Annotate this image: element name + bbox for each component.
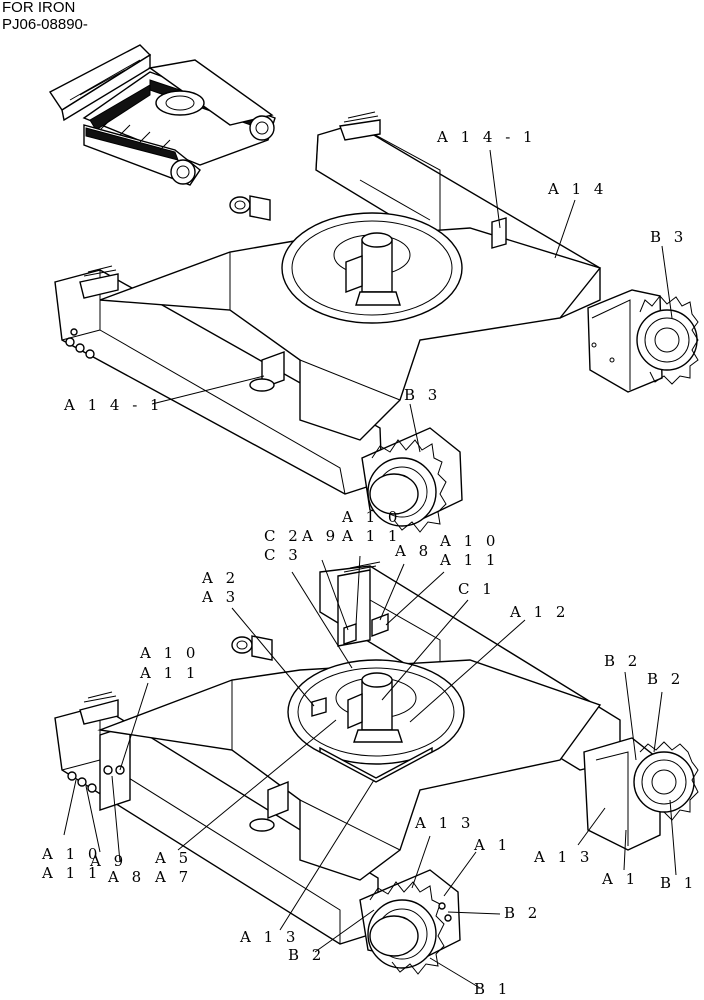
label-a13-mid: A 1 3 [414, 814, 474, 832]
label-c1: C 1 [458, 580, 496, 598]
label-b2-r2: B 2 [647, 670, 684, 688]
label-a11-right: A 1 1 [439, 551, 499, 569]
label-a11-left: A 1 1 [139, 664, 199, 682]
label-a1-right: A 1 [601, 870, 639, 888]
thumbnail-undercarriage [48, 44, 276, 186]
label-a2: A 2 [201, 569, 239, 587]
label-c3: C 3 [264, 546, 302, 564]
label-a13-bottom: A 1 3 [239, 928, 299, 946]
label-b1-bottom: B 1 [474, 980, 511, 998]
label-a14-1-left: A 1 4 - 1 [63, 396, 164, 414]
part-labels: A 1 4 - 1 A 1 4 B 3 A 1 4 - 1 B 3 C 2 C … [41, 128, 697, 998]
leader-lines [63, 149, 677, 989]
label-a13-right: A 1 3 [533, 848, 593, 866]
label-a10-bl: A 1 0 [41, 845, 101, 863]
label-b2-r1: B 2 [604, 652, 641, 670]
label-a1-mid: A 1 [473, 836, 511, 854]
header-title: FOR IRON [2, 0, 76, 16]
label-b2-bottom-right: B 2 [504, 904, 541, 922]
upper-track-frame [54, 111, 699, 533]
lower-exploded-frame [54, 561, 699, 975]
label-c2: C 2 [264, 527, 302, 545]
label-a8-bl: A 8 [107, 868, 145, 886]
label-a10-top: A 1 0 [341, 508, 401, 526]
label-a9-top: A 9 [301, 527, 339, 545]
label-a5: A 5 [154, 849, 192, 867]
label-a11-top: A 1 1 [341, 527, 401, 545]
label-a7: A 7 [154, 868, 192, 886]
label-a8-top: A 8 [394, 542, 432, 560]
label-b1-right: B 1 [660, 874, 697, 892]
label-a3: A 3 [201, 588, 239, 606]
label-a14-top: A 1 4 [547, 180, 607, 198]
header-part-number: PJ06-08890- [2, 16, 88, 33]
label-a12: A 1 2 [509, 603, 569, 621]
label-a11-bl: A 1 1 [41, 864, 101, 882]
label-a14-1-top: A 1 4 - 1 [436, 128, 537, 146]
label-a10-right: A 1 0 [439, 532, 499, 550]
label-a10-left: A 1 0 [139, 644, 199, 662]
label-b3-top: B 3 [650, 228, 687, 246]
label-b3-mid: B 3 [404, 386, 441, 404]
label-b2-bottom: B 2 [288, 946, 325, 964]
label-a9-bl: A 9 [89, 852, 127, 870]
